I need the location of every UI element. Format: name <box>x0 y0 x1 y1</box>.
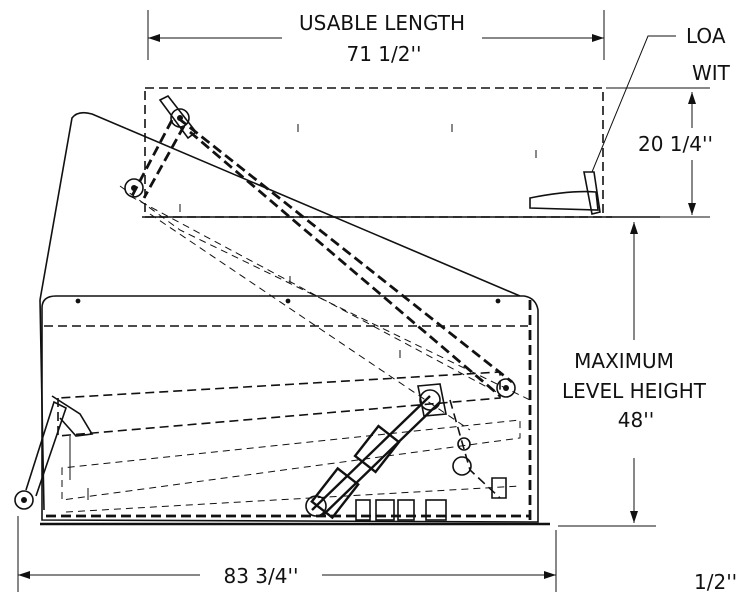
max-level-height-dimension: MAXIMUM LEVEL HEIGHT 48'' <box>558 222 707 527</box>
lift-arm-raised <box>124 94 516 398</box>
load-label-callout: LOA WIT <box>591 24 731 173</box>
stowed-box <box>40 295 550 526</box>
max-level-value: 48'' <box>618 408 654 432</box>
usable-length-label: USABLE LENGTH <box>299 11 465 35</box>
overall-length-value: 83 3/4'' <box>224 564 299 588</box>
intermediate-platform-positions <box>57 185 531 513</box>
left-hinge-assembly <box>14 395 94 510</box>
overall-length-dimension: 83 3/4'' <box>17 516 557 592</box>
lower-mechanism <box>355 399 507 521</box>
side-profile-outline <box>39 111 521 511</box>
raised-platform-outline <box>142 87 660 218</box>
bottom-partial-value: 1/2'' <box>694 570 737 594</box>
load-label-line1: LOA <box>686 24 726 48</box>
max-level-line1: MAXIMUM <box>574 349 674 373</box>
upper-height-dimension: 20 1/4'' <box>606 87 713 218</box>
hydraulic-cylinder <box>305 383 447 520</box>
upper-height-value: 20 1/4'' <box>638 132 713 156</box>
usable-length-value: 71 1/2'' <box>347 42 422 66</box>
load-label-line2: WIT <box>692 61 731 85</box>
max-level-line2: LEVEL HEIGHT <box>562 379 707 403</box>
usable-length-dimension: USABLE LENGTH 71 1/2'' <box>147 10 605 66</box>
